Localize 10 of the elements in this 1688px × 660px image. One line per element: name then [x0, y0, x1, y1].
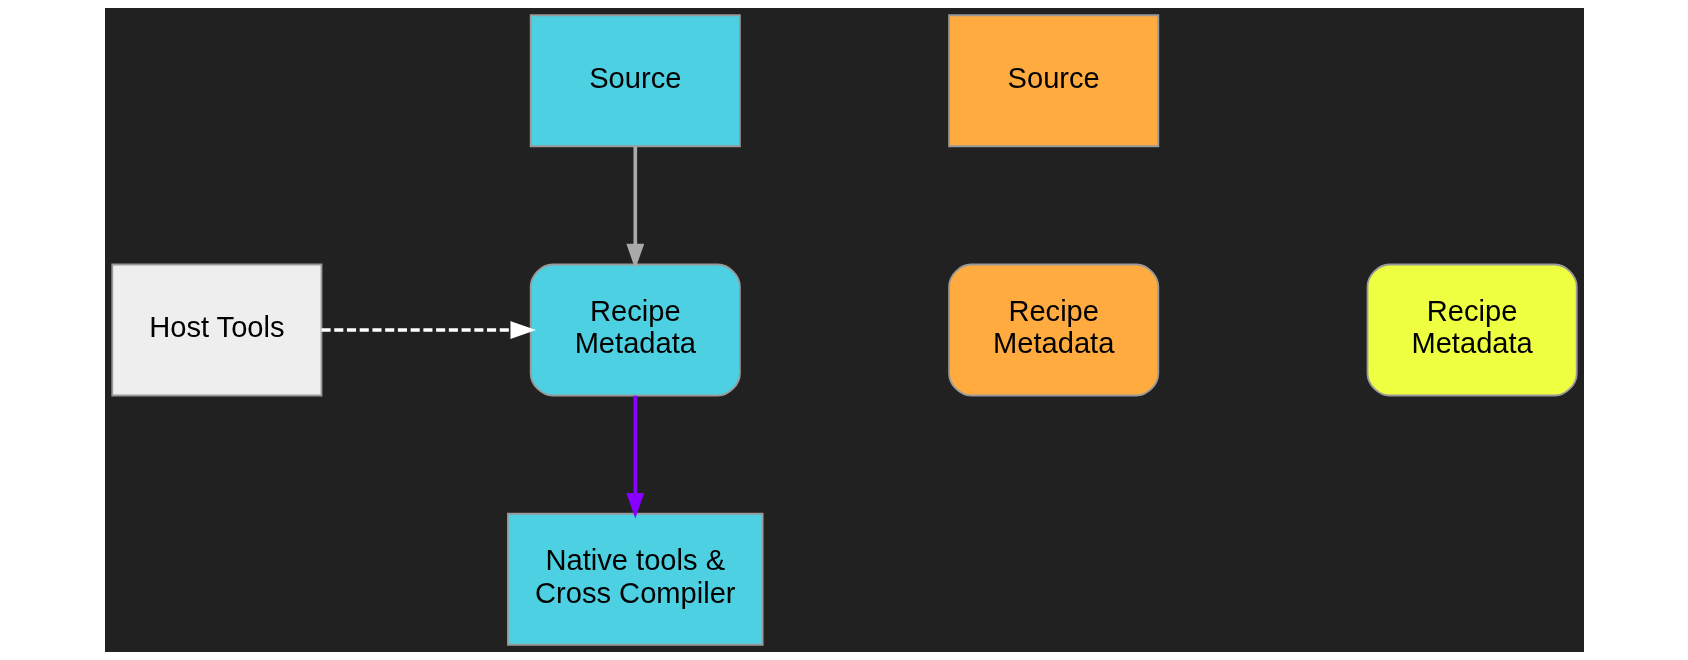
- node-box: Recipe Metadata: [529, 263, 741, 397]
- node-box: Recipe Metadata: [947, 263, 1159, 397]
- node-box: Host Tools: [110, 263, 322, 397]
- node-box: Source: [529, 14, 741, 148]
- node-box: Native tools & Cross Compiler: [506, 512, 764, 646]
- node-box: Source: [947, 14, 1159, 148]
- node-box: Recipe Metadata: [1366, 263, 1578, 397]
- arrow: [625, 395, 644, 519]
- arrow: [321, 321, 536, 339]
- arrow: [625, 146, 644, 270]
